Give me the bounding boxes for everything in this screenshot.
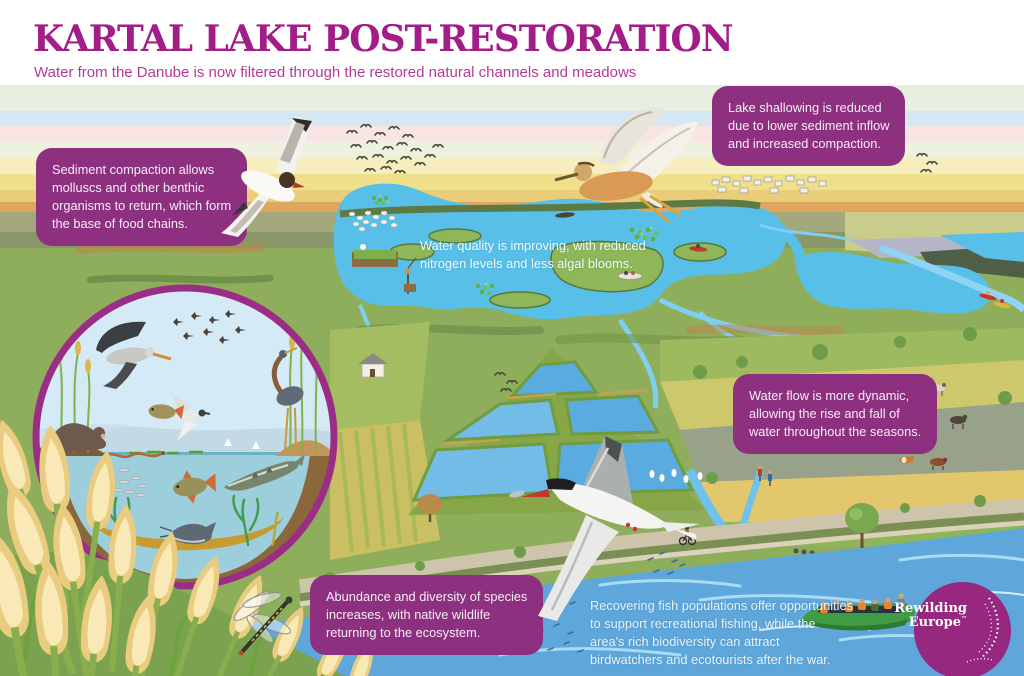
callout-water-flow: Water flow is more dynamic, allowing the… — [733, 374, 938, 454]
carp-icon — [148, 404, 216, 504]
logo-text: Rewilding Europe™ — [894, 601, 967, 631]
lily-pads-icon — [372, 195, 659, 296]
catfish-icon — [159, 522, 216, 545]
egrets-icon — [649, 468, 703, 484]
riverside-trees — [418, 494, 879, 548]
heron-icon — [271, 346, 304, 451]
cows-icon — [899, 456, 948, 470]
pelican-colony-icon — [348, 210, 398, 232]
callout-sediment-compaction: Sediment compaction allows molluscs and … — [36, 148, 248, 246]
snake-icon — [103, 452, 162, 459]
text-recovering-fish: Recovering fish populations offer opport… — [590, 598, 853, 667]
farmhouse-icon — [358, 353, 388, 378]
nesting-raft-icon — [352, 244, 398, 267]
page-title: KARTAL LAKE POST-RESTORATION — [33, 18, 734, 60]
pelican-icon — [96, 321, 172, 389]
logo-line2: Europe — [908, 615, 961, 631]
page-subtitle: Water from the Danube is now filtered th… — [34, 64, 637, 81]
fish-school-icon — [106, 467, 148, 498]
callout-lake-shallowing: Lake shallowing is reduced due to lower … — [712, 86, 906, 166]
stilt-fisher-icon — [404, 257, 417, 294]
logo-trademark: ™ — [961, 615, 967, 623]
circle-border — [32, 284, 338, 590]
callout-abundance: Abundance and diversity of species incre… — [310, 575, 544, 655]
header: KARTAL LAKE POST-RESTORATION Water from … — [33, 18, 734, 81]
text-water-quality: Water quality is improving, with reduced… — [420, 238, 646, 271]
rewilding-europe-logo: Rewilding Europe™ — [894, 582, 1011, 676]
goose-icon — [171, 392, 211, 441]
village — [711, 175, 827, 194]
lake — [333, 183, 991, 320]
logo-line1: Rewilding — [894, 601, 967, 616]
sturgeon-icon — [224, 454, 305, 491]
hikers-icon — [758, 465, 772, 486]
small-boats-icon — [555, 212, 707, 280]
left-fields — [330, 322, 440, 560]
feather-icon — [966, 597, 999, 663]
kayaks-icon — [979, 291, 1011, 309]
